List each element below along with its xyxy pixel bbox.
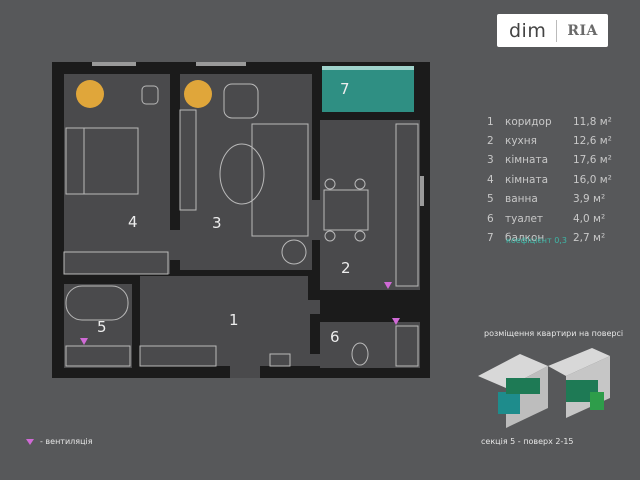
room-6-floor [320,322,420,368]
legend-area: 16,0 м² [573,173,612,186]
logo-ria: RIA [567,22,598,39]
logo-divider [556,19,558,42]
section-highlight-1 [506,378,540,394]
plan-label-5: 5 [97,318,107,336]
building-block-1 [478,354,548,388]
building-block-3 [548,348,610,376]
legend-name: кухня [505,135,537,148]
plan-label-2: 2 [341,259,351,277]
legend-row: 3 кімната 17,6 м² [487,151,627,170]
legend-area: 2,7 м² [573,232,606,245]
legend-name: кімната [505,154,549,167]
legend-name: ванна [505,193,538,206]
legend-row: 4 кімната 16,0 м² [487,170,627,189]
window-room-4 [92,62,136,66]
window-room-3 [196,62,246,66]
room-2-floor [320,120,420,290]
legend-row: 6 туалет 4,0 м² [487,209,627,228]
legend-area: 11,8 м² [573,115,612,128]
legend-area: 17,6 м² [573,154,612,167]
furniture-toilet [351,325,419,367]
vent-marker-kitchen [384,282,392,289]
corridor-bench [269,353,291,367]
legend-area: 12,6 м² [573,135,612,148]
legend-num: 7 [487,232,494,245]
furniture-bath [65,285,131,367]
logo-dim: dim [509,19,547,42]
bed [65,127,139,195]
legend-row: 7 балкон 2,7 м² [487,228,627,247]
legend-num: 4 [487,173,494,186]
legend-name: туалет [505,212,544,225]
room-4-floor [64,74,170,274]
toilet [351,342,369,366]
room-5-floor [64,284,132,368]
nightstand [141,85,159,105]
legend-num: 6 [487,212,494,225]
plan-label-4: 4 [128,213,138,231]
legend-num: 3 [487,154,494,167]
section-floor-text: секція 5 - поверх 2-15 [481,437,574,446]
bathtub [65,285,129,321]
plan-label-6: 6 [330,328,340,346]
plant-icon-2 [184,80,212,108]
fan-icon [281,239,307,265]
window-room-2 [420,176,424,206]
chair-2 [354,178,366,190]
apartment-highlight [498,392,520,414]
furniture-corridor [139,345,291,367]
shelf-room-3 [179,109,197,211]
section-highlight-3 [590,392,604,410]
room-1-floor [140,276,308,366]
vent-legend-text: - вентиляція [40,437,93,446]
chair-4 [354,230,366,242]
coffee-table [219,143,265,205]
washer [395,325,419,367]
chair-1 [324,178,336,190]
legend-name: коридор [505,115,552,128]
room-legend: 1 коридор 11,8 м² 2 кухня 12,6 м² 3 кімн… [487,112,627,248]
door-gaps [170,200,320,378]
legend-row: 2 кухня 12,6 м² [487,131,627,150]
armchair [223,83,259,119]
plan-label-1: 1 [229,311,239,329]
vent-marker-bath [80,338,88,345]
furniture-room-3 [179,83,309,265]
legend-row: 5 ванна 3,9 м² [487,190,627,209]
corridor-wardrobe [139,345,217,367]
plan-label-7: 7 [340,80,350,98]
vent-marker-toilet [392,318,400,325]
floor-position-diagram [478,348,610,428]
kitchen-counter [395,123,419,287]
legend-name: балкон [505,232,545,245]
balcony-floor [322,70,414,112]
furniture-kitchen [323,123,419,287]
vent-legend: - вентиляція [26,437,93,446]
legend-area: 3,9 м² [573,193,606,206]
vent-markers [80,282,400,345]
legend-num: 1 [487,115,494,128]
chair-3 [324,230,336,242]
legend-num: 2 [487,135,494,148]
legend-name: кімната [505,173,549,186]
dining-table [323,189,369,231]
furniture-room-4 [63,85,169,275]
plant-icon-1 [76,80,104,108]
legend-row: 1 коридор 11,8 м² [487,112,627,131]
balcony-rail [322,66,414,70]
wardrobe-room-4 [63,251,169,275]
balcony-coefficient: коефіцієнт 0,3 [506,236,567,245]
legend-area: 4,0 м² [573,212,606,225]
logo: dim RIA [497,14,608,47]
legend-num: 5 [487,193,494,206]
sofa [251,123,309,237]
plan-label-3: 3 [212,214,222,232]
floor-position-title: розміщення квартири на поверсі [484,329,624,338]
vent-triangle-icon [26,438,34,445]
windows [92,62,424,206]
sink-bath [65,345,131,367]
